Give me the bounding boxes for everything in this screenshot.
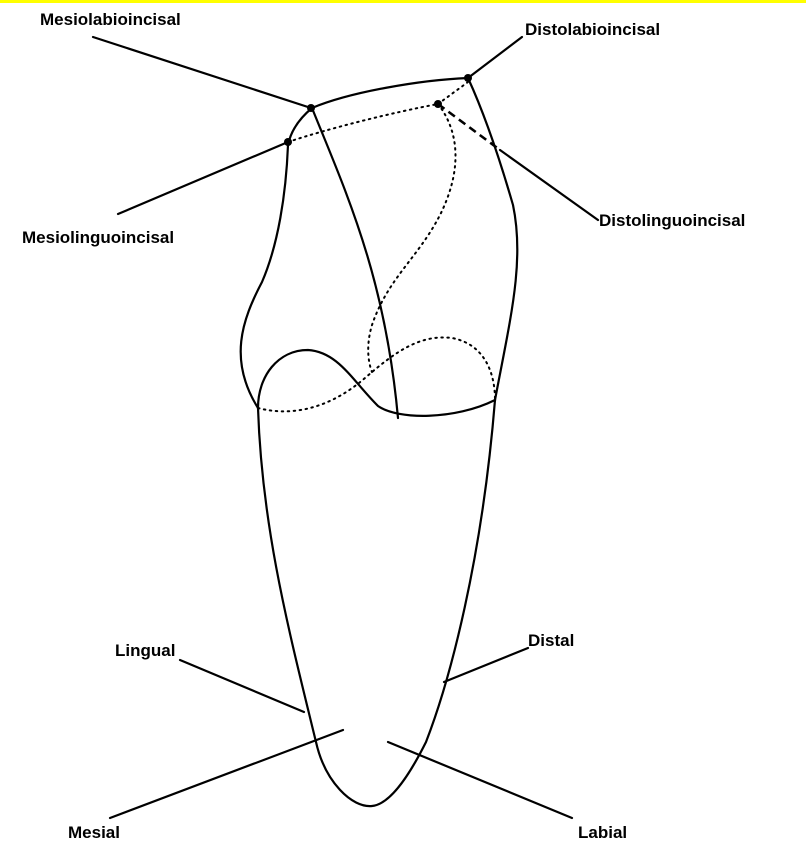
- root-outline: [258, 400, 495, 806]
- crown-distal-outline: [468, 78, 517, 400]
- distolinguoincisal-point: [434, 100, 442, 108]
- mesial-label: Mesial: [68, 823, 120, 842]
- lingual-leader: [180, 660, 304, 712]
- mesiolabioincisal-label: Mesiolabioincisal: [40, 10, 181, 29]
- mesiolinguoincisal-label: Mesiolinguoincisal: [22, 228, 174, 247]
- mesial-leader: [110, 730, 343, 818]
- hidden-distal-incisal-line: [438, 82, 468, 104]
- distolabioincisal-leader: [468, 37, 522, 78]
- hidden-lingual-cervical-line: [258, 337, 495, 411]
- distolabioincisal-label: Distolabioincisal: [525, 20, 660, 39]
- hidden-lingual-ridge-line: [368, 104, 455, 372]
- lingual-label: Lingual: [115, 641, 175, 660]
- mesiolinguoincisal-leader: [118, 142, 288, 214]
- distolinguoincisal-dashed-line: [438, 104, 500, 150]
- distolinguoincisal-label: Distolinguoincisal: [599, 211, 745, 230]
- distal-leader: [444, 648, 528, 682]
- distal-label: Distal: [528, 631, 574, 650]
- incisal-edge: [312, 78, 468, 108]
- labial-label: Labial: [578, 823, 627, 842]
- labial-ridge-line: [312, 108, 398, 418]
- mesiolabioincisal-leader: [93, 37, 311, 108]
- cervical-line: [258, 350, 495, 416]
- labial-leader: [388, 742, 572, 818]
